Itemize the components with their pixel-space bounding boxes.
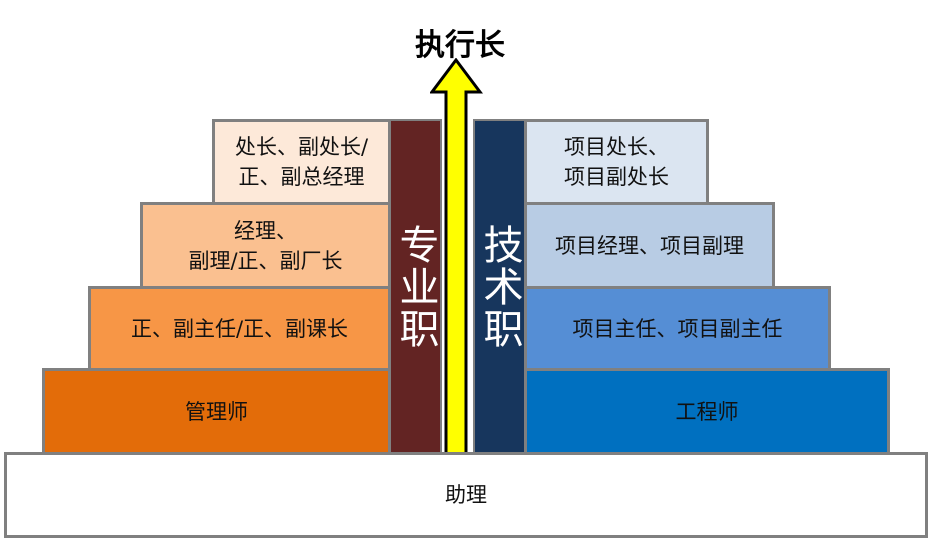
right-level-4: 项目处长、 项目副处长 xyxy=(524,119,709,205)
top-title: 执行长 xyxy=(415,28,505,63)
left-level-1: 管理师 xyxy=(42,368,391,455)
professional-track-bar: 专业职 xyxy=(389,119,442,454)
left-level-2: 正、副主任/正、副课长 xyxy=(88,286,391,371)
technical-track-bar: 技术职 xyxy=(473,119,526,454)
right-level-1: 工程师 xyxy=(524,368,890,455)
left-level-4: 处长、副处长/ 正、副总经理 xyxy=(212,119,391,205)
base-assistant: 助理 xyxy=(4,452,928,538)
right-level-3: 项目经理、项目副理 xyxy=(524,202,775,289)
right-level-2: 项目主任、项目副主任 xyxy=(524,286,831,371)
left-level-3: 经理、 副理/正、副厂长 xyxy=(140,202,391,289)
